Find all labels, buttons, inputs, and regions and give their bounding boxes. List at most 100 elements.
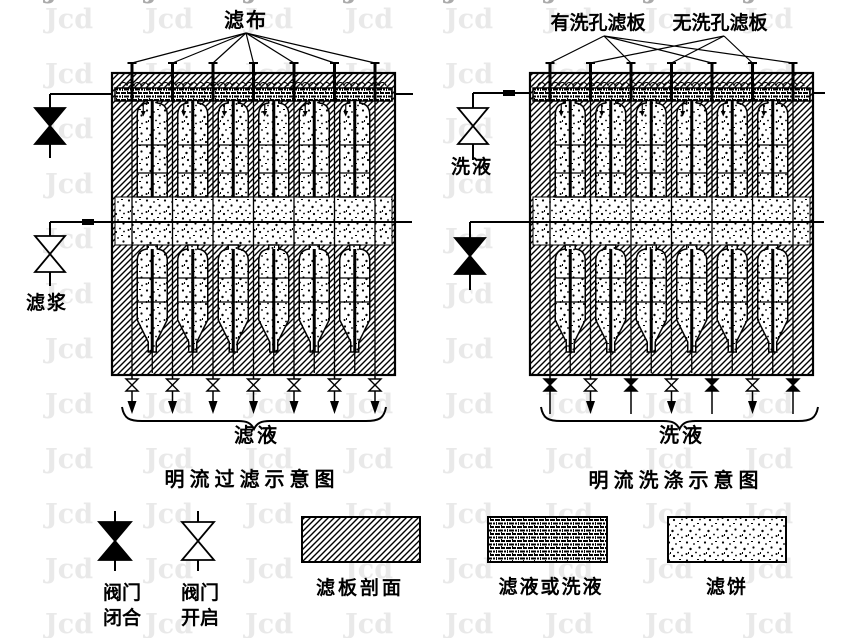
legend-cake-swatch: [667, 516, 787, 563]
valve-triangle: [205, 384, 221, 392]
flow-arrow-icon: [127, 401, 137, 414]
valve-triangle: [663, 378, 680, 386]
down-arrow-icon: [761, 111, 767, 117]
watermark-text: Jcd: [145, 609, 194, 638]
down-arrow-icon: [599, 111, 605, 117]
valve-triangle: [33, 252, 67, 273]
outlet-valve-closed-icon: [785, 378, 801, 392]
watermark-text: Jcd: [245, 444, 294, 475]
valve-triangle: [286, 378, 302, 386]
outlet-valve-open-icon: [245, 378, 262, 392]
watermark-text: Jcd: [545, 389, 594, 420]
valve-triangle: [367, 378, 383, 386]
cloth-scallops: [119, 82, 387, 87]
valve-triangle: [164, 378, 181, 386]
watermark-text: Jcd: [45, 554, 94, 585]
watermark-text: Jcd: [45, 279, 94, 310]
watermark-text: Jcd: [445, 169, 494, 200]
valve-triangle: [205, 378, 221, 386]
flow-arrow-icon: [289, 401, 299, 414]
watermark-text: Jcd: [645, 609, 694, 638]
filtrate-brace: [121, 406, 387, 432]
outlet-valve-open-icon: [326, 378, 343, 392]
valve-triangle: [367, 384, 383, 392]
valve-triangle: [704, 378, 720, 386]
wash-outlet-label: 洗液: [659, 425, 705, 447]
outlet-valve-closed-icon: [542, 378, 558, 392]
valve-triangle: [542, 384, 558, 392]
watermark-text: Jcd: [445, 59, 494, 90]
legend-valve-closed-label-2: 闭合: [102, 608, 142, 629]
wash-inlet-valve-icon: [456, 107, 490, 145]
valve-triangle: [744, 384, 761, 392]
outlet-assemblies: [121, 375, 819, 432]
wash-plate-fan-line: [549, 35, 605, 64]
valve-triangle: [453, 237, 487, 258]
legend-symbols: [97, 511, 787, 571]
valve-triangle: [744, 378, 761, 386]
watermark-text: Jcd: [45, 389, 94, 420]
flow-arrow-icon: [208, 401, 218, 414]
down-arrow-icon: [720, 111, 726, 117]
outlet-valve-open-icon: [367, 378, 383, 392]
valve-triangle: [326, 378, 343, 386]
legend-cake-label: 滤饼: [705, 577, 749, 598]
watermark-text: Jcd: [445, 4, 494, 35]
valve-triangle: [456, 107, 490, 128]
slurry-inlet-label: 滤浆: [25, 293, 69, 314]
valve-triangle: [97, 521, 133, 543]
valve-triangle: [456, 124, 490, 145]
watermark-text-edge: Jcd: [545, 0, 593, 3]
watermark-text: Jcd: [45, 499, 94, 530]
flow-arrow-icon: [370, 401, 380, 414]
watermark-text: Jcd: [445, 334, 494, 365]
watermark-text: Jcd: [445, 389, 494, 420]
wash-plate-fan-line: [603, 35, 632, 64]
watermark-text-edge: Jcd: [645, 0, 693, 3]
watermark-text: Jcd: [345, 4, 394, 35]
watermark-text: Jcd: [445, 499, 494, 530]
valve-triangle: [124, 384, 140, 392]
filtrate-outlet-label: 滤液: [234, 425, 280, 447]
outlet-valve-open-icon: [286, 378, 302, 392]
down-arrow-icon: [221, 111, 227, 117]
legend-valve-open-label-2: 开启: [180, 608, 220, 629]
valve-triangle: [245, 378, 262, 386]
down-arrow-icon: [343, 111, 349, 117]
watermark-text: Jcd: [145, 4, 194, 35]
down-arrow-icon: [181, 111, 187, 117]
watermark-text: Jcd: [745, 4, 794, 35]
watermark-text: Jcd: [45, 59, 94, 90]
watermark-text: Jcd: [245, 499, 294, 530]
outlet-valve-open-icon: [744, 378, 761, 392]
outlet-valve-open-icon: [205, 378, 221, 392]
watermark-text: Jcd: [245, 4, 294, 35]
watermark-text-edge: Jcd: [245, 0, 293, 3]
legend-valve-open-icon: [180, 521, 216, 561]
flow-arrow-icon: [330, 401, 339, 414]
left-diagram-caption: 明流过滤示意图: [164, 469, 340, 491]
legend-liquid-label: 滤液或洗液: [498, 577, 604, 598]
cloth-fan-line: [245, 32, 376, 64]
watermark-text: Jcd: [45, 444, 94, 475]
watermark-text: Jcd: [745, 444, 794, 475]
filter-unit-right: [528, 62, 815, 377]
valve-triangle: [785, 378, 801, 386]
right-diagram-caption: 明流洗涤示意图: [588, 470, 764, 492]
legend-valve-closed-label-1: 阀门: [102, 583, 142, 604]
wash-hole-plate-label: 有洗孔滤板: [550, 13, 646, 34]
flow-arrow-icon: [667, 401, 676, 414]
watermark-text-edge: Jcd: [445, 0, 493, 3]
left-top-inlet-valve-icon: [33, 107, 67, 145]
legend-plate-swatch: [301, 516, 421, 563]
cloth-scallops: [537, 82, 805, 87]
filter-unit-left: [110, 62, 397, 377]
watermark-text: Jcd: [545, 444, 594, 475]
valve-triangle: [33, 124, 67, 145]
valve-triangle: [623, 378, 639, 386]
no-wash-hole-plate-label: 无洗孔滤板: [672, 13, 768, 34]
watermark-text: Jcd: [645, 444, 694, 475]
right-bottom-inlet-valve-icon: [453, 237, 487, 275]
valve-triangle: [623, 384, 639, 392]
